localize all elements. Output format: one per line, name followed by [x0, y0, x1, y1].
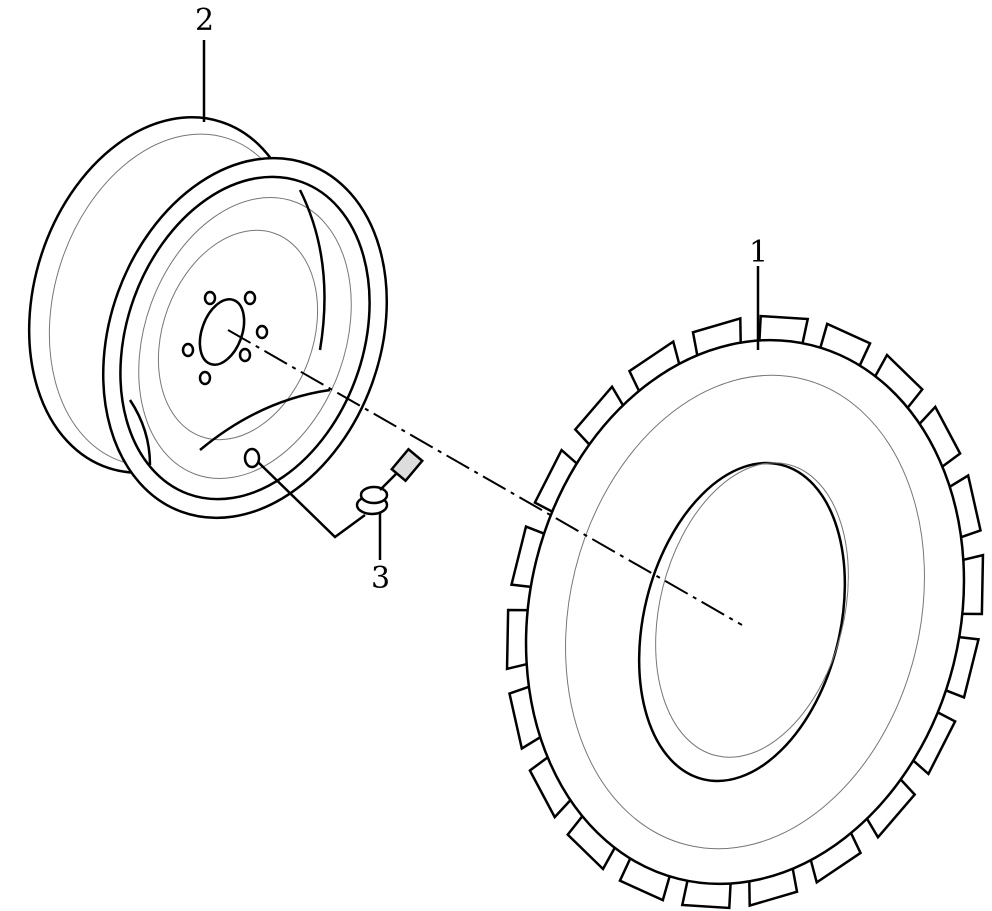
bolt-holes: [181, 290, 269, 386]
tractor-tire: [505, 314, 985, 910]
callout-1: 1: [749, 235, 768, 270]
wheel-rim: [27, 116, 389, 520]
center-bore: [198, 298, 246, 366]
valve-hole: [243, 447, 261, 469]
axis-centerline: [227, 329, 743, 626]
callout-2: 2: [195, 3, 214, 38]
callout-3: 3: [371, 561, 390, 596]
valve-leader: [257, 461, 366, 539]
valve-stem: [355, 447, 425, 516]
